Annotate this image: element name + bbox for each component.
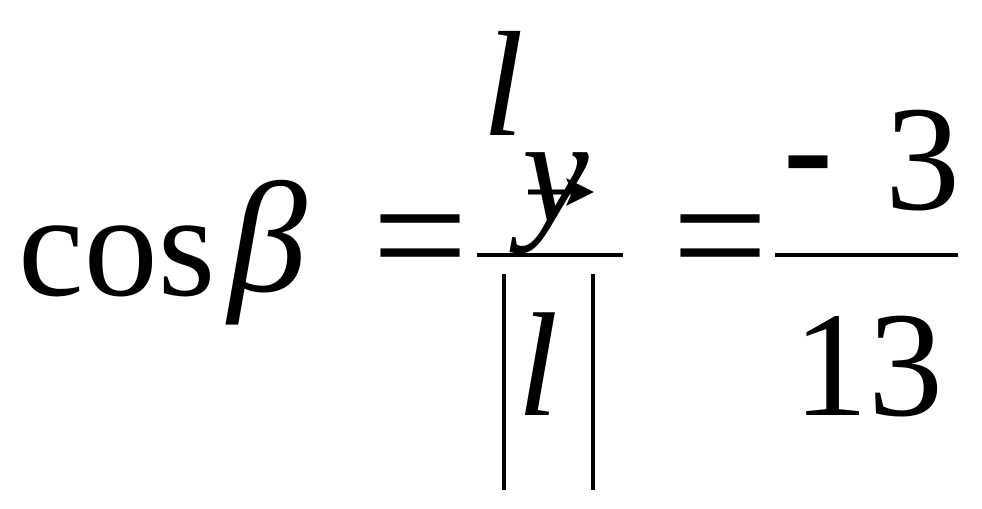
equals-sign-1: = — [372, 141, 468, 329]
numerator-three: 3 — [885, 76, 960, 242]
vector-arrow-icon — [528, 178, 594, 206]
equals-sign-2: = — [672, 141, 768, 329]
numerator-vector-l: l — [482, 2, 524, 168]
denominator-l: l — [517, 284, 559, 448]
minus-sign: - — [783, 64, 833, 230]
numerator-subscript-y: y — [522, 88, 589, 254]
denominator-thirteen: 13 — [793, 282, 943, 448]
cos-function: cos — [18, 164, 216, 328]
beta-variable: β — [228, 151, 307, 326]
